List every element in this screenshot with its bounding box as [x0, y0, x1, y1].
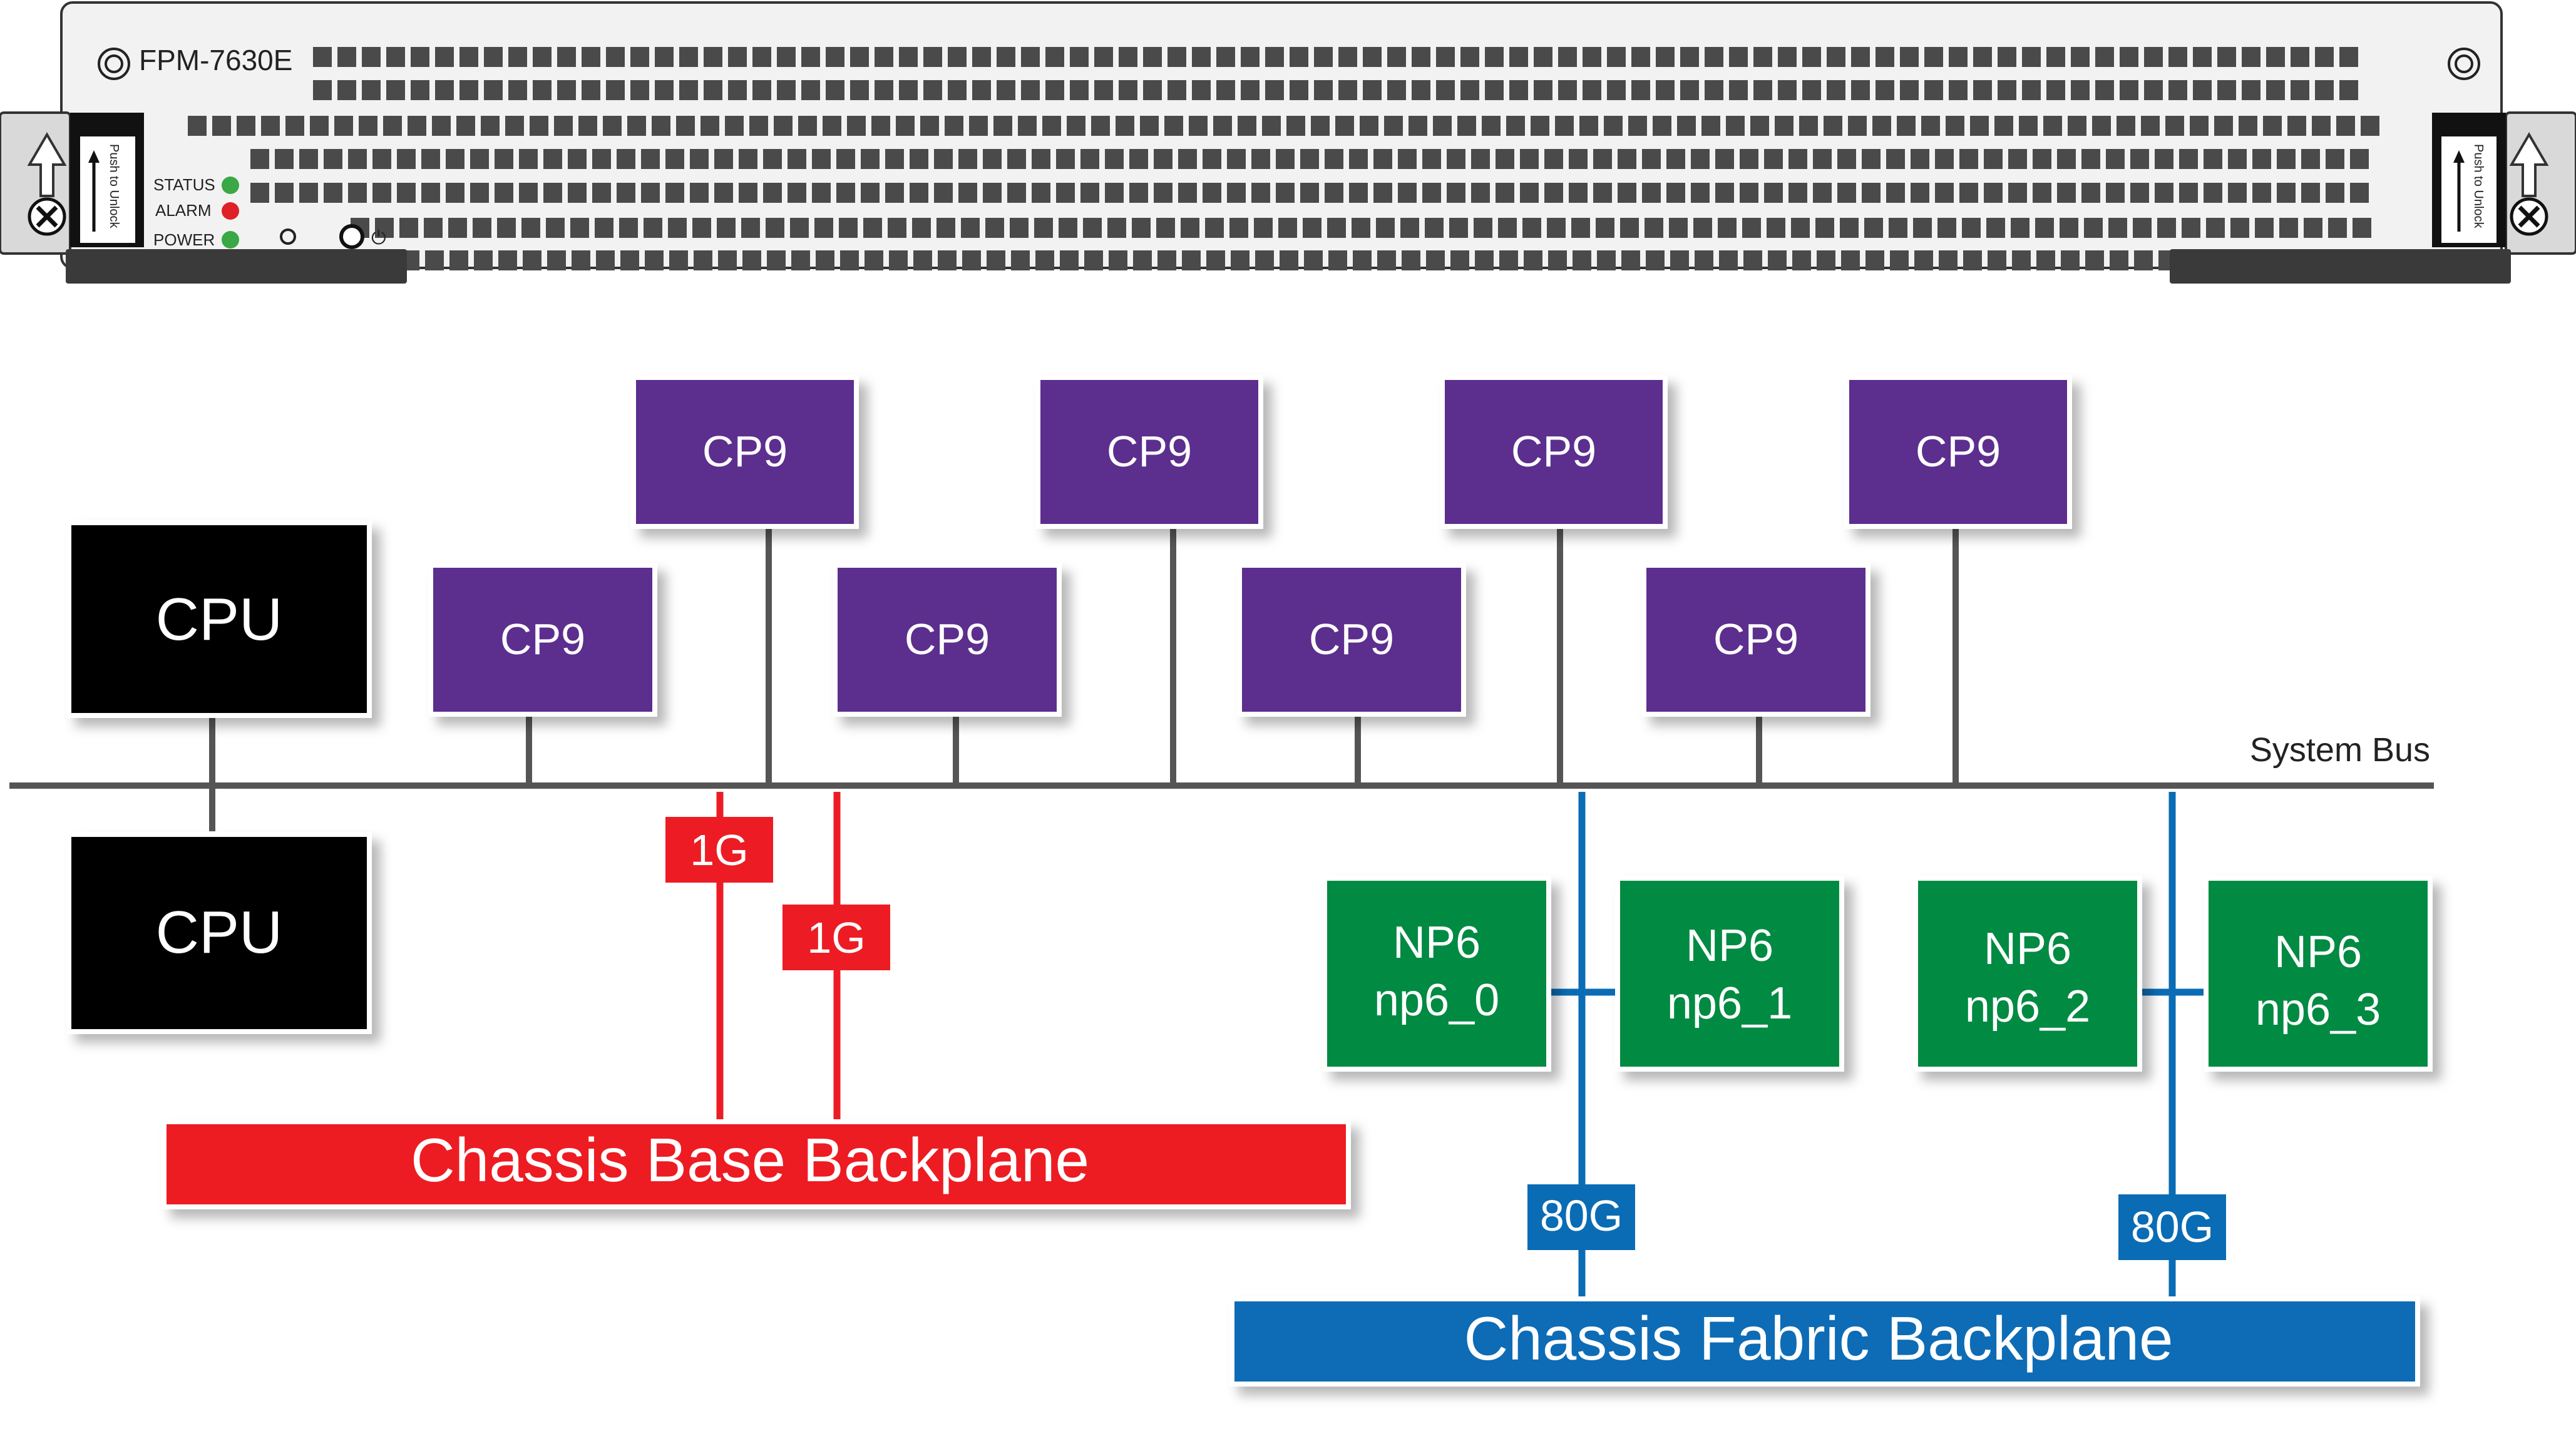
cp9-label: CP9 [1309, 615, 1394, 664]
fabric-link-badge: 80G [2118, 1194, 2226, 1260]
power-led [222, 231, 239, 249]
up-arrow-icon [27, 132, 67, 197]
up-arrow-icon [2509, 132, 2549, 197]
base-link-badge: 1G [665, 817, 773, 883]
cpu-label: CPU [156, 899, 283, 966]
module-model-label: FPM-7630E [139, 44, 292, 76]
np6-box: NP6 np6_1 [1615, 876, 1844, 1072]
unlock-label-right: Push to Unlock [2471, 144, 2485, 229]
cp9-box: CP9 [1035, 375, 1263, 529]
screw-icon [98, 48, 130, 80]
np6-box: NP6 np6_0 [1322, 876, 1551, 1072]
cp9-label: CP9 [500, 615, 585, 664]
module-front-panel: Push to Unlock Push to Unlock [0, 1, 2576, 284]
unlock-label-left: Push to Unlock [107, 144, 121, 229]
chassis-base-backplane: Chassis Base Backplane [162, 1119, 1351, 1209]
np6-box: NP6 np6_2 [1913, 876, 2142, 1072]
cpu-box: CPU [66, 832, 372, 1034]
alarm-led [222, 202, 239, 220]
chassis-base-backplane-label: Chassis Base Backplane [411, 1126, 1089, 1194]
fabric-link-badge: 80G [1527, 1184, 1635, 1250]
right-latch: Push to Unlock [2170, 111, 2576, 284]
cp9-box: CP9 [1844, 375, 2072, 529]
cp9-box: CP9 [631, 375, 859, 529]
power-icon: ⏻ [371, 228, 386, 249]
cp9-box: CP9 [1641, 563, 1870, 717]
np6-box: NP6 np6_3 [2204, 876, 2433, 1072]
cpu-label: CPU [156, 586, 283, 653]
cp9-box: CP9 [833, 563, 1062, 717]
cp9-box: CP9 [1440, 375, 1668, 529]
cp9-label: CP9 [702, 427, 788, 476]
close-x-icon[interactable] [2510, 197, 2548, 236]
led-label-status: STATUS [153, 175, 215, 194]
chassis-fabric-backplane: Chassis Fabric Backplane [1229, 1296, 2420, 1387]
left-latch: Push to Unlock [0, 111, 407, 284]
led-label-alarm: ALARM [155, 201, 212, 220]
np6-id: np6_1 [1667, 978, 1792, 1028]
power-button[interactable] [339, 224, 364, 249]
base-link-badge: 1G [783, 905, 890, 970]
cp9-label: CP9 [1511, 427, 1596, 476]
cp9-label: CP9 [1107, 427, 1192, 476]
fabric-link-label: 80G [1540, 1191, 1623, 1240]
fabric-link-label: 80G [2131, 1202, 2214, 1251]
np6-title: NP6 [2274, 927, 2362, 977]
np6-id: np6_3 [2255, 985, 2381, 1035]
cp9-box: CP9 [428, 563, 657, 717]
cp9-label: CP9 [1713, 615, 1799, 664]
close-x-icon[interactable] [28, 197, 66, 236]
cpu-box: CPU [66, 520, 372, 718]
led-label-power: POWER [153, 230, 215, 249]
np6-title: NP6 [1393, 918, 1480, 968]
reset-pinhole[interactable] [280, 228, 296, 245]
status-led [222, 177, 239, 194]
cp9-label: CP9 [905, 615, 990, 664]
screw-icon [2448, 48, 2480, 80]
chassis-fabric-backplane-label: Chassis Fabric Backplane [1464, 1304, 2173, 1373]
np6-id: np6_2 [1965, 982, 2090, 1032]
np6-title: NP6 [1984, 924, 2071, 974]
system-bus-label: System Bus [2250, 731, 2430, 769]
cp9-box: CP9 [1237, 563, 1466, 717]
np6-id: np6_0 [1374, 975, 1499, 1025]
cp9-label: CP9 [1916, 427, 2001, 476]
base-link-label: 1G [807, 913, 865, 962]
base-link-label: 1G [690, 826, 748, 874]
np6-title: NP6 [1686, 921, 1773, 971]
